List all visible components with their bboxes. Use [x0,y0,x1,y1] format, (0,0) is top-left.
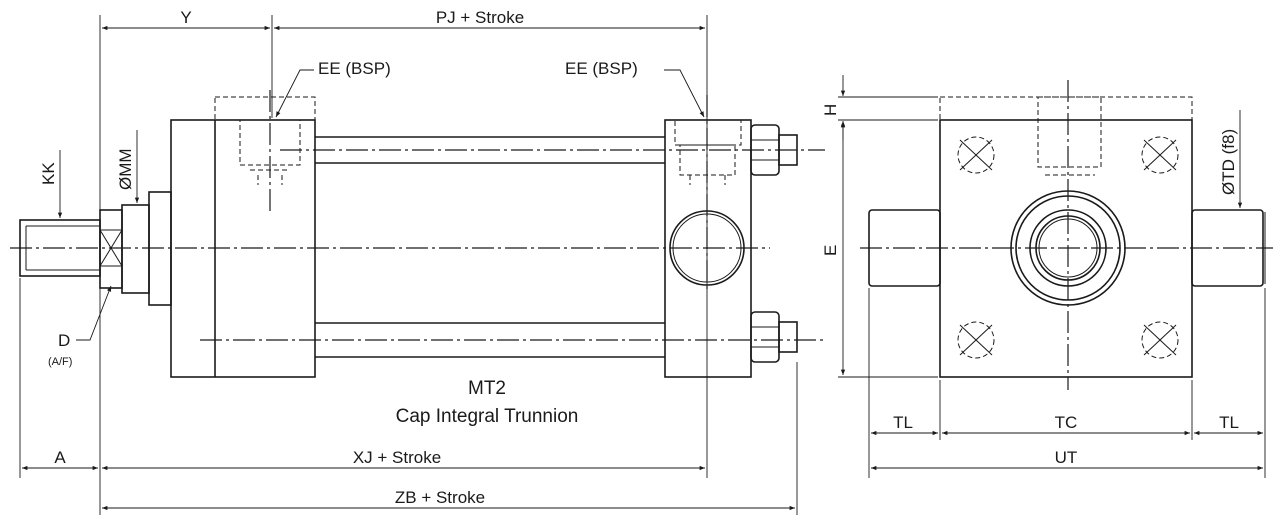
d-label: D [58,331,70,350]
dim-y-label: Y [180,8,191,27]
dim-a-label: A [54,448,66,467]
dim-e-label: E [821,245,840,256]
dim-pj-label: PJ + Stroke [436,8,524,27]
ee-right-label: EE (BSP) [565,59,638,78]
dim-ut-label: UT [1055,448,1078,467]
dim-td-label: ØTD (f8) [1219,129,1238,195]
tie-rod-nuts [750,124,798,363]
head-port [214,90,316,212]
dim-xj-label: XJ + Stroke [353,448,441,467]
dim-tc-label: TC [1055,413,1078,432]
af-label: (A/F) [48,356,72,368]
cap-block [664,95,752,378]
rod-gland [121,204,150,294]
caption-model: MT2 [468,378,506,399]
side-view: Y PJ + Stroke EE (BSP) EE (BSP) KK ØMM D… [10,8,825,515]
kk-label: KK [39,162,58,185]
mm-label: ØMM [116,148,135,190]
end-view: H E ØTD (f8) TL TC TL UT [821,75,1273,478]
dim-zb-label: ZB + Stroke [395,488,485,507]
dim-h-label: H [821,104,840,116]
ee-left-label: EE (BSP) [318,59,391,78]
dim-tl-right-label: TL [1219,413,1239,432]
tie-rod-markers [957,136,1179,359]
rod-thread [19,219,101,277]
dim-tl-left-label: TL [893,413,913,432]
tube [200,136,825,358]
gland-circle [1010,190,1126,306]
caption-description: Cap Integral Trunnion [396,406,579,427]
wrench-flats [99,209,123,289]
